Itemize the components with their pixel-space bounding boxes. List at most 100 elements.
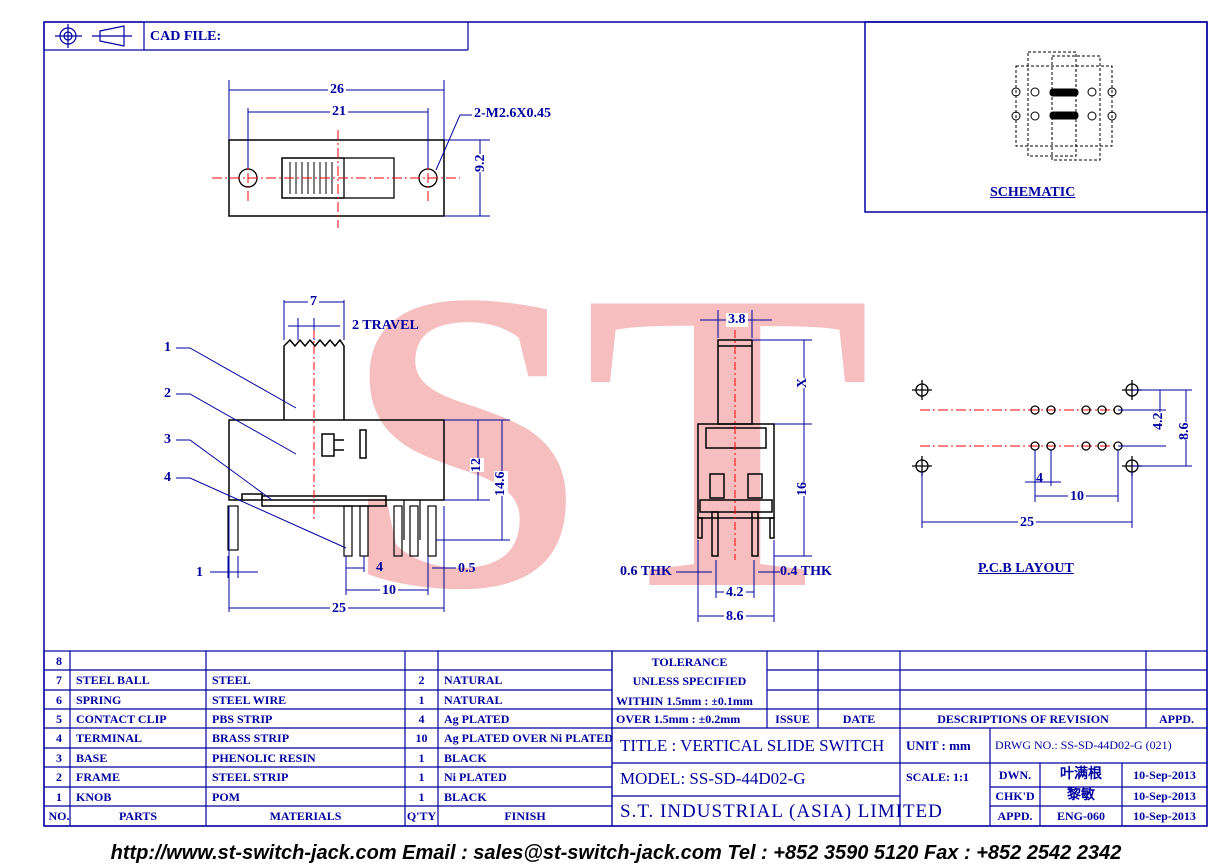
contact-footer: http://www.st-switch-jack.com Email : sa… (110, 842, 1122, 864)
dim-4: 4 (376, 560, 383, 575)
bom-cell-no: 3 (56, 751, 62, 765)
appd-label: APPD. (997, 809, 1033, 823)
bom-cell-no: 1 (56, 790, 62, 804)
pcb-dim-8-6: 8.6 (1177, 422, 1192, 440)
bom-cell-no: 8 (56, 654, 62, 668)
schematic-label: SCHEMATIC (990, 185, 1076, 200)
bom-cell-qty: 1 (418, 751, 425, 765)
bom-cell-material: STEEL STRIP (212, 770, 289, 784)
appd-date: 10-Sep-2013 (1133, 809, 1196, 823)
drawing-title: TITLE : VERTICAL SLIDE SWITCH (620, 736, 885, 755)
callout-3: 3 (164, 432, 171, 447)
bom-cell-part: TERMINAL (76, 731, 143, 745)
unit-label: UNIT : mm (906, 738, 971, 753)
bom-cell-qty: 10 (415, 731, 428, 745)
bom-table-grid (43, 650, 613, 827)
bom-cell-part: STEEL BALL (76, 673, 150, 687)
bom-cell-part: CONTACT CLIP (76, 712, 167, 726)
bom-cell-part: FRAME (76, 770, 120, 784)
bom-cell-finish: BLACK (444, 751, 487, 765)
bom-cell-material: POM (212, 790, 240, 804)
bom-cell-part: SPRING (76, 693, 122, 707)
bom-header-qty: Q'TY (406, 809, 437, 823)
chkd-label: CHK'D (995, 789, 1035, 803)
bom-cell-finish: Ag PLATED OVER Ni PLATED (444, 731, 613, 745)
bom-header-materials: MATERIALS (269, 809, 342, 823)
dim-9-2: 9.2 (473, 154, 488, 172)
pcb-dim-25: 25 (1018, 515, 1036, 530)
schematic-diagram (1011, 51, 1117, 161)
schematic-box (864, 21, 1208, 213)
bom-cell-qty: 1 (418, 790, 425, 804)
top-view (212, 80, 490, 228)
revision-header: DESCRIPTIONS OF REVISION (937, 712, 1109, 726)
dim-1: 1 (196, 565, 203, 580)
callout-4: 4 (164, 470, 171, 485)
tolerance-over: OVER 1.5mm : ±0.2mm (616, 712, 741, 726)
pcb-layout-label: P.C.B LAYOUT (978, 561, 1074, 576)
bom-header-no: NO. (48, 809, 70, 823)
bom-cell-material: PBS STRIP (212, 712, 273, 726)
watermark-st: ST (345, 203, 871, 679)
bom-cell-material: STEEL WIRE (212, 693, 287, 707)
bom-cell-qty: 1 (418, 770, 425, 784)
unless-specified: UNLESS SPECIFIED (632, 674, 747, 688)
bom-cell-part: BASE (76, 751, 108, 765)
front-view (227, 338, 445, 557)
pcb-dim-4: 4 (1036, 471, 1043, 486)
bom-cell-no: 4 (56, 731, 62, 745)
pcb-dim-10: 10 (1068, 489, 1086, 504)
tolerance-label: TOLERANCE (651, 655, 728, 669)
cad-file-label: CAD FILE: (150, 29, 222, 44)
scale-label: SCALE: 1:1 (906, 770, 970, 784)
bom-cell-part: KNOB (76, 790, 112, 804)
bom-cell-finish: BLACK (444, 790, 487, 804)
bom-cell-no: 2 (56, 770, 62, 784)
bom-cell-qty: 2 (418, 673, 425, 687)
chkd-date: 10-Sep-2013 (1133, 789, 1196, 803)
dim-26: 26 (328, 82, 346, 97)
projection-symbol-icon (43, 21, 469, 51)
side-view-dims (676, 310, 812, 622)
bom-cell-material: STEEL (212, 673, 251, 687)
bom-header-parts: PARTS (118, 809, 158, 823)
pcb-layout (912, 380, 1192, 528)
dim-25: 25 (330, 601, 348, 616)
dim-21: 21 (330, 104, 348, 119)
bom-cell-no: 6 (56, 693, 62, 707)
company-name: S.T. INDUSTRIAL (ASIA) LIMITED (620, 801, 943, 822)
bom-cell-material: BRASS STRIP (212, 731, 290, 745)
bom-cell-material: PHENOLIC RESIN (212, 751, 316, 765)
bom-cell-finish: Ni PLATED (444, 770, 507, 784)
dim-12: 12 (469, 458, 484, 472)
dim-3-8: 3.8 (726, 312, 748, 327)
drawing-number: DRWG NO.: SS-SD-44D02-G (021) (995, 738, 1172, 752)
dim-hole-thread: 2-M2.6X0.45 (474, 106, 551, 121)
dim-7: 7 (308, 294, 319, 309)
pcb-dim-4-2: 4.2 (1151, 412, 1166, 430)
watermark-text: ST (345, 203, 871, 679)
dim-x: X (795, 377, 810, 388)
thk-0-4: 0.4 THK (780, 564, 832, 579)
dim-8-6: 8.6 (724, 609, 746, 624)
bom-cell-no: 5 (56, 712, 62, 726)
title-block-grid (611, 650, 1208, 827)
bom-header-finish: FINISH (504, 809, 546, 823)
dwn-date: 10-Sep-2013 (1133, 768, 1196, 782)
bom-cell-qty: 4 (418, 712, 425, 726)
dim-10: 10 (380, 583, 398, 598)
callout-1: 1 (164, 340, 171, 355)
side-view (697, 339, 775, 557)
model-number: MODEL: SS-SD-44D02-G (620, 769, 806, 788)
thk-0-6: 0.6 THK (620, 564, 672, 579)
dwn-label: DWN. (998, 768, 1032, 782)
date-header: DATE (842, 712, 876, 726)
bom-cell-finish: NATURAL (444, 673, 503, 687)
appd-header: APPD. (1159, 712, 1194, 726)
dim-16: 16 (795, 482, 810, 496)
dim-14-6: 14.6 (493, 471, 508, 496)
bom-cell-no: 7 (56, 673, 62, 687)
chkd-name: 黎敏 (1067, 787, 1095, 803)
callout-2: 2 (164, 386, 171, 401)
